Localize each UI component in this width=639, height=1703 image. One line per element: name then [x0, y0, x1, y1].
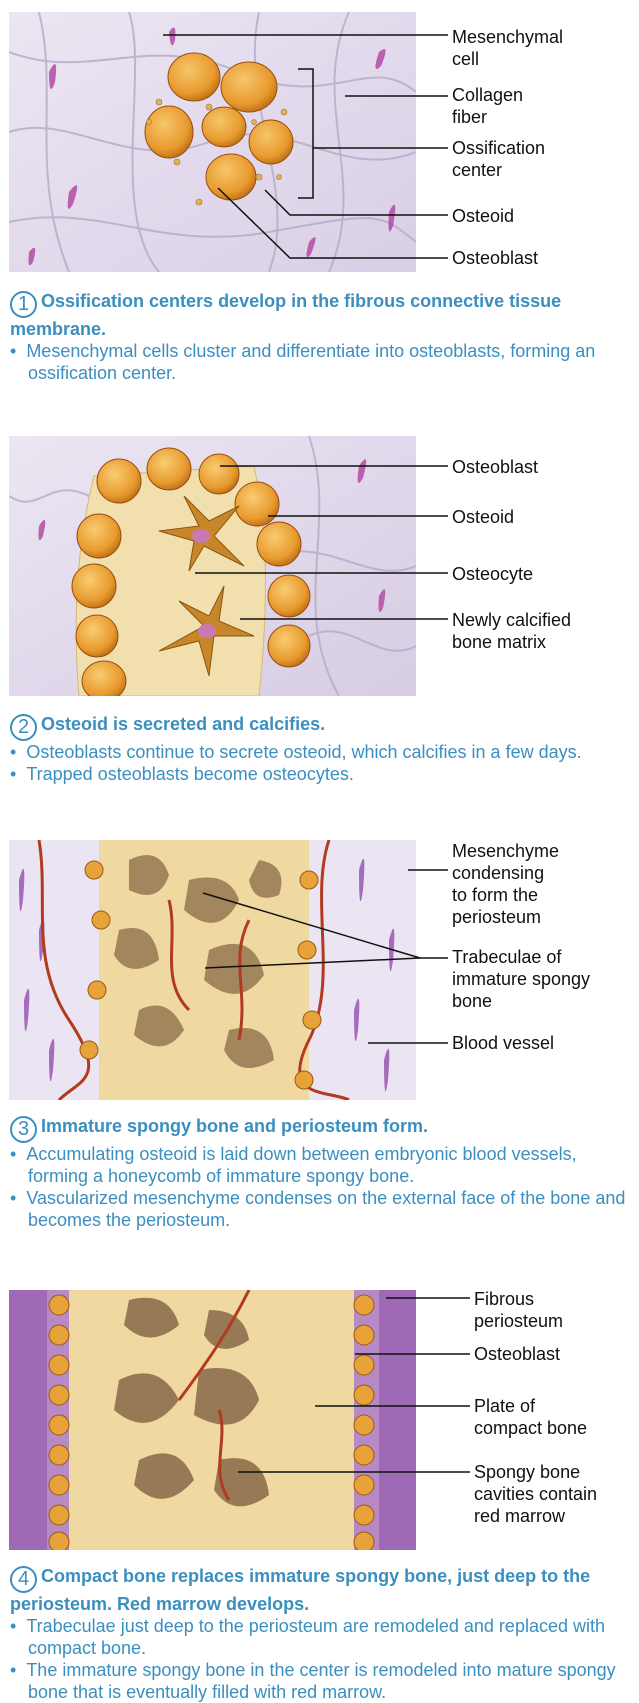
- label-spongy-bone-cavities: Spongy bone cavities contain red marrow: [474, 1462, 598, 1526]
- label-osteoid: Osteoid: [452, 206, 515, 226]
- step-4-bullet-1: Trabeculae just deep to the periosteum a…: [10, 1615, 635, 1659]
- step-3-bullet-1: Accumulating osteoid is laid down betwee…: [10, 1143, 635, 1187]
- label-osteoblast-2: Osteoblast: [452, 457, 539, 477]
- label-fibrous-periosteum: Fibrous periosteum: [474, 1289, 564, 1331]
- label-newly-calcified-bone-matrix: Newly calcified bone matrix: [452, 610, 572, 652]
- label-osteoblast-4: Osteoblast: [474, 1344, 561, 1364]
- step-4-bullet-2: The immature spongy bone in the center i…: [10, 1659, 635, 1703]
- label-trabeculae: Trabeculae of immature spongy bone: [452, 947, 591, 1011]
- spongy-bone-periosteum-illustration: [9, 840, 416, 1100]
- compact-bone-illustration: [9, 1290, 416, 1550]
- label-blood-vessel: Blood vessel: [452, 1033, 555, 1053]
- label-collagen-fiber: Collagen fiber: [452, 85, 524, 127]
- label-ossification-center: Ossification center: [452, 138, 546, 180]
- step-2-bullet-2: Trapped osteoblasts become osteocytes.: [10, 763, 635, 785]
- label-plate-of-compact-bone: Plate of compact bone: [474, 1396, 588, 1438]
- ossification-center-illustration: [9, 12, 416, 272]
- step-2-number: 2: [10, 714, 37, 741]
- label-osteocyte: Osteocyte: [452, 564, 534, 584]
- step-1-number: 1: [10, 291, 37, 318]
- calcification-illustration: [9, 436, 416, 696]
- step-2-bullet-1: Osteoblasts continue to secrete osteoid,…: [10, 741, 635, 763]
- step-3-number: 3: [10, 1116, 37, 1143]
- label-mesenchyme-condensing: Mesenchyme condensing to form the perios…: [452, 841, 560, 927]
- step-4-number: 4: [10, 1566, 37, 1593]
- step-3-bullet-2: Vascularized mesenchyme condenses on the…: [10, 1187, 635, 1231]
- label-osteoblast: Osteoblast: [452, 248, 539, 268]
- step-1-bullet: Mesenchymal cells cluster and differenti…: [10, 340, 635, 384]
- label-osteoid-2: Osteoid: [452, 507, 515, 527]
- label-mesenchymal-cell: Mesenchymal cell: [452, 27, 564, 69]
